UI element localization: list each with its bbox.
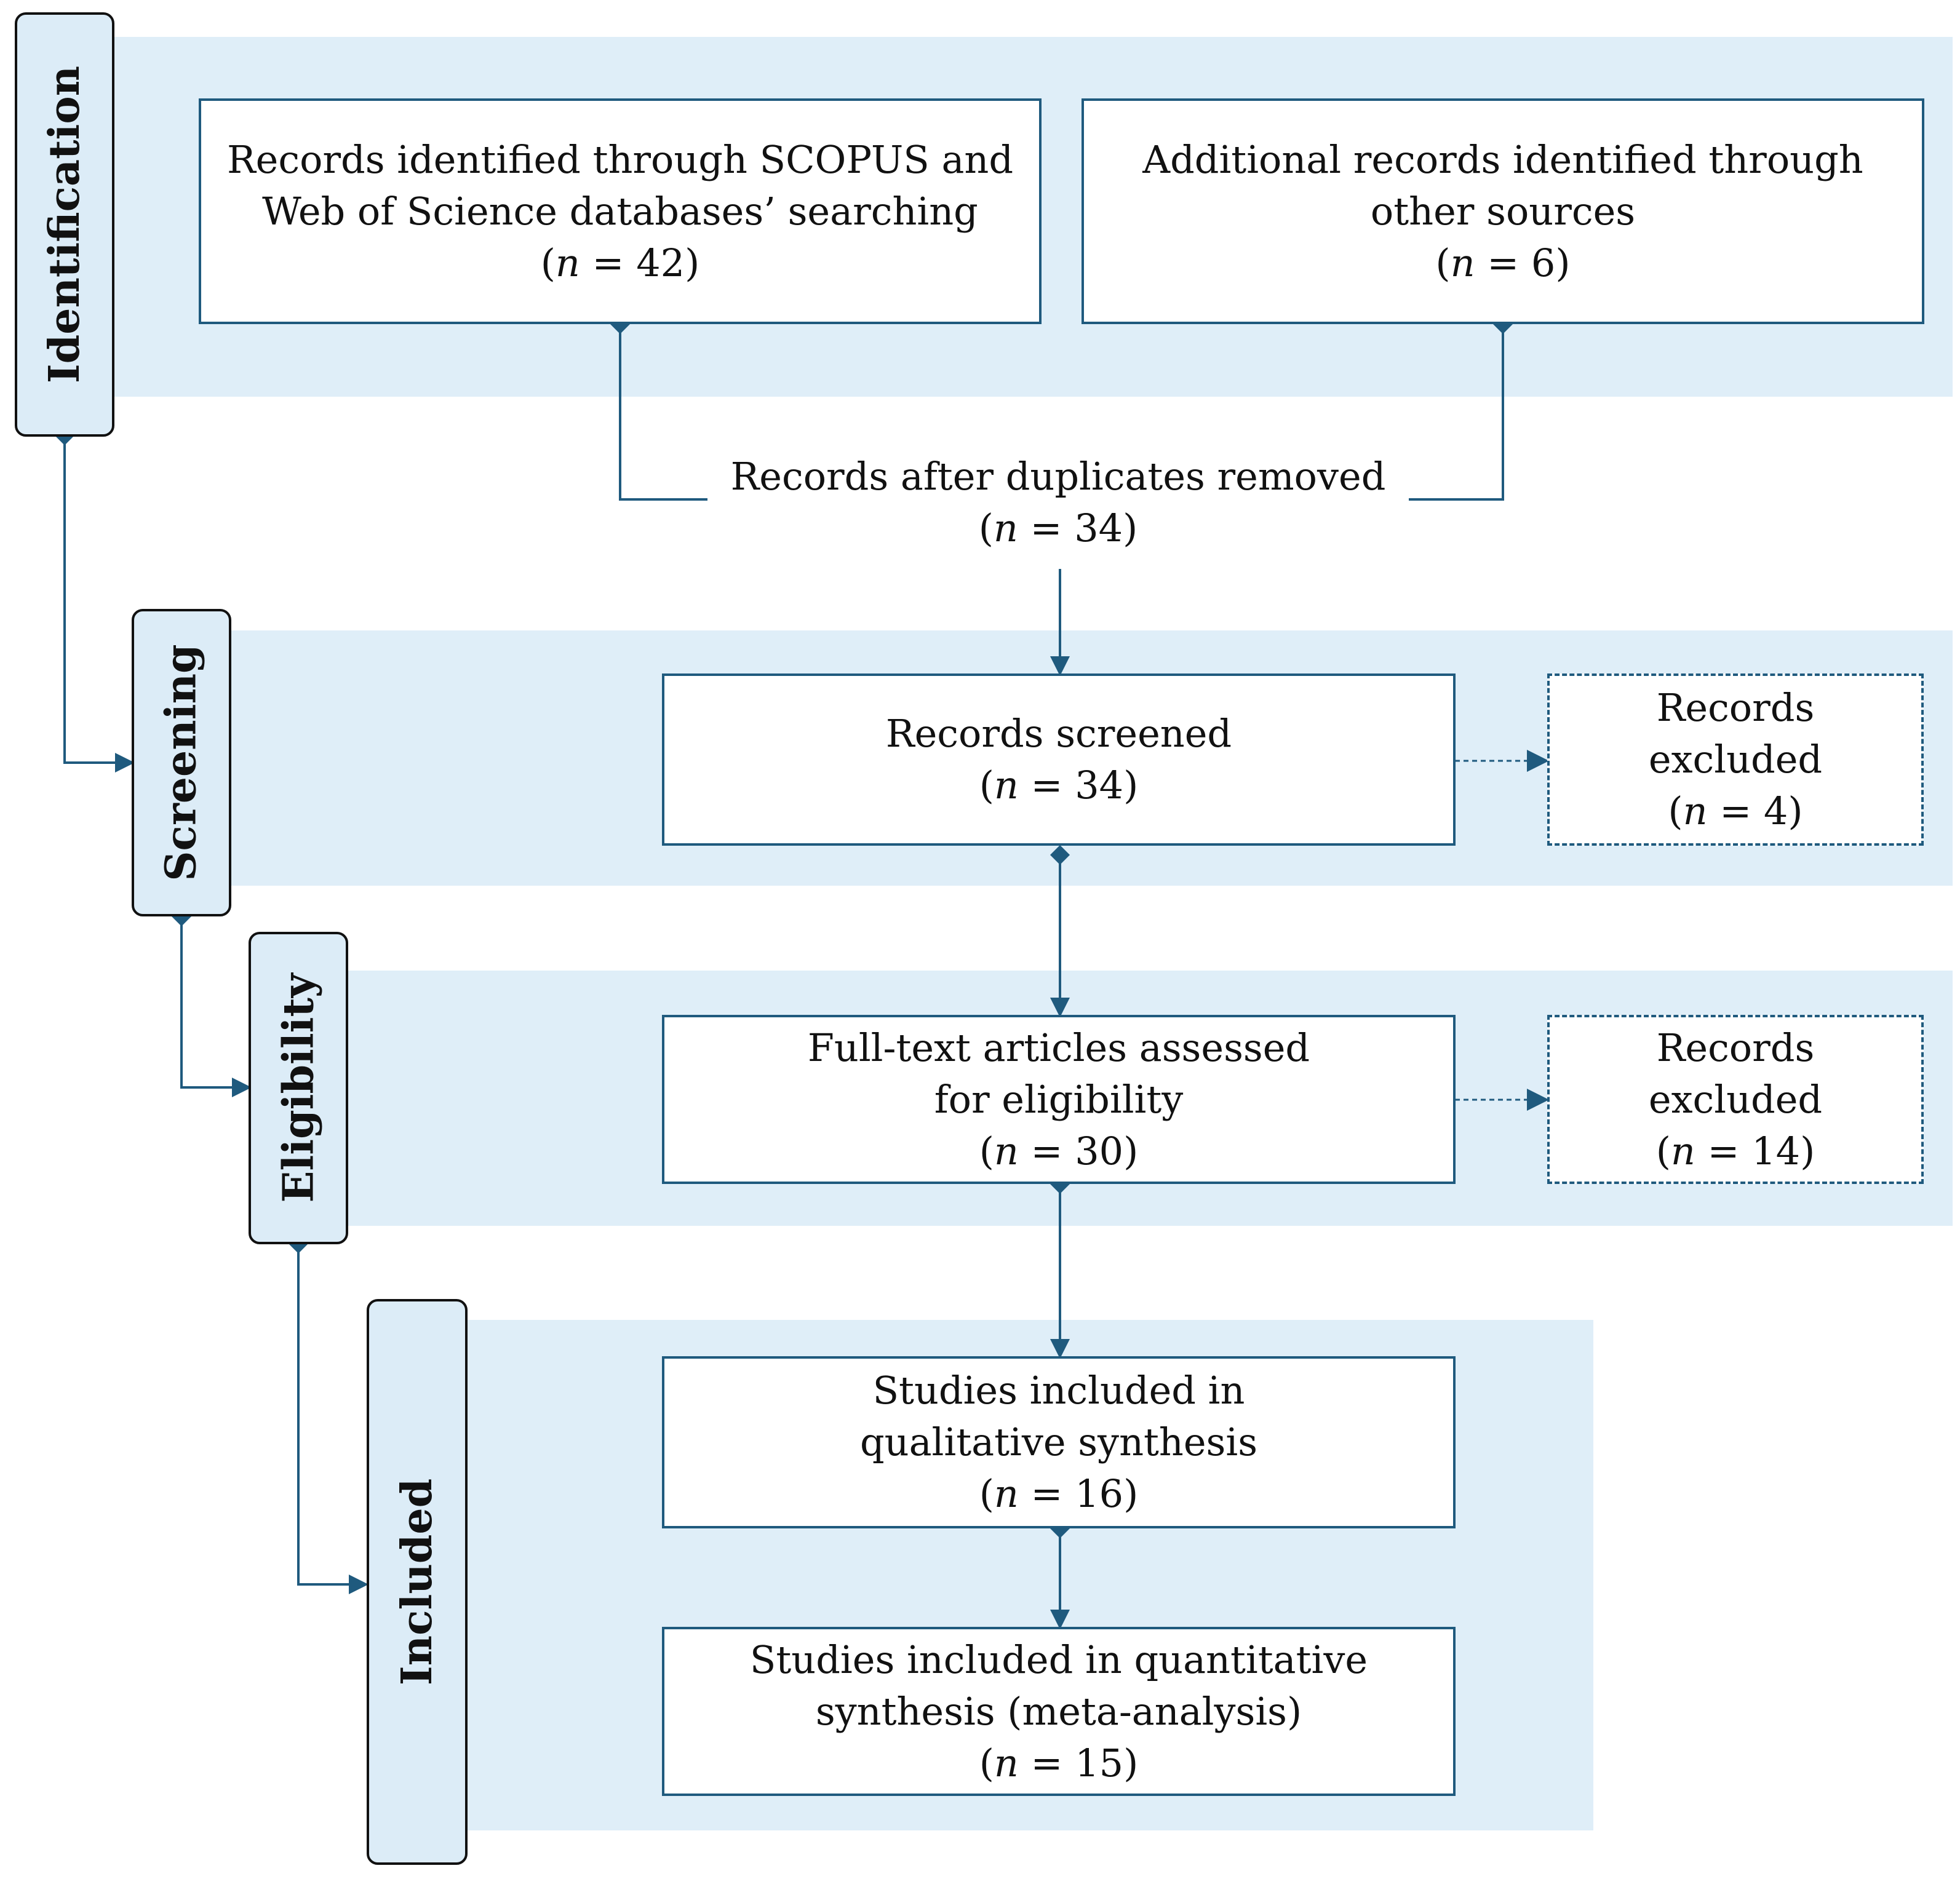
fulltext-count: (n = 30) — [979, 1128, 1139, 1174]
db-search-count-value: = 42 — [580, 240, 685, 285]
stage-screening-label: Screening — [157, 644, 206, 881]
excluded-eligibility-line1: Records — [1656, 1025, 1815, 1070]
fulltext-box: Full-text articles assessed for eligibil… — [662, 1015, 1456, 1184]
records-screened-count: (n = 34) — [979, 763, 1139, 808]
quantitative-count-value: = 15 — [1018, 1740, 1124, 1786]
stage-identification: Identification — [15, 12, 114, 437]
n-symbol: n — [1670, 1128, 1695, 1174]
qualitative-count: (n = 16) — [979, 1471, 1139, 1516]
stage-included: Included — [367, 1299, 468, 1865]
db-search-box: Records identified through SCOPUS and We… — [199, 98, 1042, 324]
other-sources-line1: Additional records identified through — [1142, 137, 1863, 182]
other-sources-count-value: = 6 — [1475, 240, 1556, 285]
qualitative-box: Studies included in qualitative synthesi… — [662, 1356, 1456, 1528]
records-screened-box: Records screened (n = 34) — [662, 673, 1456, 846]
n-symbol: n — [555, 240, 580, 285]
after-duplicates-count: (n = 34) — [978, 506, 1138, 550]
after-duplicates-label: Records after duplicates removed (n = 34… — [707, 451, 1409, 554]
excluded-eligibility-count: (n = 14) — [1655, 1128, 1815, 1174]
n-symbol: n — [1683, 789, 1708, 833]
other-sources-box: Additional records identified through ot… — [1082, 98, 1924, 324]
n-symbol: n — [994, 1471, 1019, 1516]
qualitative-count-value: = 16 — [1018, 1471, 1124, 1516]
db-search-line2: Web of Science databases’ searching — [262, 188, 978, 234]
n-symbol: n — [993, 506, 1018, 550]
fulltext-line1: Full-text articles assessed — [807, 1025, 1310, 1070]
records-excluded-eligibility-box: Records excluded (n = 14) — [1547, 1015, 1924, 1184]
records-screened-line1: Records screened — [885, 711, 1232, 756]
fulltext-count-value: = 30 — [1018, 1128, 1124, 1174]
after-duplicates-count-value: = 34 — [1018, 506, 1123, 550]
stage-eligibility: Eligibility — [249, 932, 348, 1244]
excluded-eligibility-line2: excluded — [1648, 1076, 1823, 1122]
n-symbol: n — [994, 1128, 1019, 1174]
other-sources-count: (n = 6) — [1435, 240, 1571, 285]
excluded-eligibility-count-value: = 14 — [1695, 1128, 1801, 1174]
db-search-count: (n = 42) — [540, 240, 700, 285]
excluded-screening-count: (n = 4) — [1668, 789, 1803, 833]
stage-included-label: Included — [392, 1478, 442, 1686]
records-excluded-screening-box: Records excluded (n = 4) — [1547, 673, 1924, 846]
quantitative-box: Studies included in quantitative synthes… — [662, 1627, 1456, 1796]
other-sources-line2: other sources — [1370, 188, 1636, 234]
db-search-line1: Records identified through SCOPUS and — [226, 137, 1014, 182]
records-screened-count-value: = 34 — [1018, 763, 1124, 808]
excluded-screening-line2: excluded — [1648, 737, 1823, 782]
n-symbol: n — [994, 763, 1019, 808]
excluded-screening-line1: Records — [1656, 685, 1815, 730]
stage-identification-label: Identification — [40, 65, 89, 384]
quantitative-line2: synthesis (meta-analysis) — [815, 1688, 1302, 1734]
stage-screening: Screening — [132, 609, 231, 916]
qualitative-line2: qualitative synthesis — [859, 1420, 1258, 1464]
n-symbol: n — [1450, 240, 1475, 285]
stage-eligibility-label: Eligibility — [274, 973, 323, 1203]
after-duplicates-line1: Records after duplicates removed — [730, 454, 1386, 499]
qualitative-line1: Studies included in — [872, 1368, 1245, 1413]
n-symbol: n — [994, 1740, 1019, 1786]
quantitative-count: (n = 15) — [979, 1740, 1139, 1786]
quantitative-line1: Studies included in quantitative — [749, 1637, 1368, 1682]
fulltext-line2: for eligibility — [934, 1076, 1184, 1122]
excluded-screening-count-value: = 4 — [1707, 789, 1788, 833]
